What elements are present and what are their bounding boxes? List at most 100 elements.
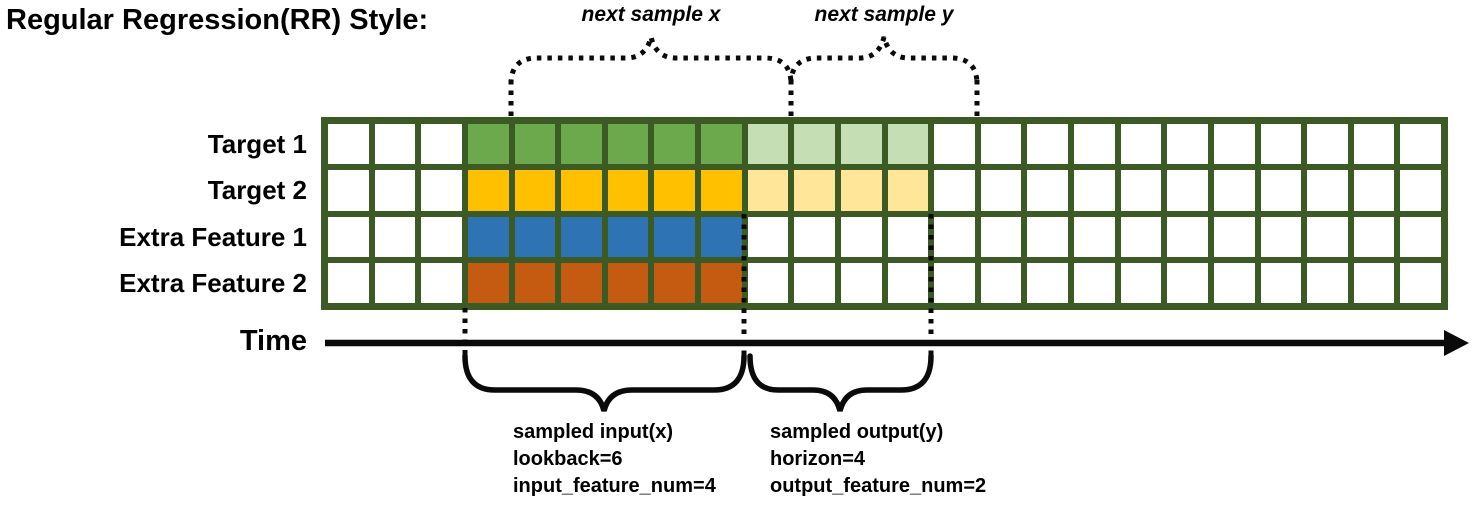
row-label-target-1: Target 1 — [207, 129, 307, 159]
grid-cell — [654, 262, 695, 303]
grid-cell — [328, 170, 369, 211]
grid-cell — [794, 216, 835, 257]
grid-cell — [561, 262, 602, 303]
next-sample-y-brace — [788, 36, 980, 85]
grid-cell — [701, 262, 742, 303]
grid-cell — [701, 216, 742, 257]
grid-cell — [1307, 216, 1348, 257]
grid-cell — [1120, 262, 1162, 303]
grid-cell — [374, 216, 416, 257]
grid-cell — [794, 124, 835, 165]
grid-cell — [1400, 262, 1441, 303]
grid-cell — [794, 170, 835, 211]
grid-cell — [1353, 262, 1395, 303]
row-label-extra-feature-2: Extra Feature 2 — [119, 267, 307, 298]
sampled-output-title: sampled output(y) — [770, 421, 944, 443]
grid-cell — [1213, 262, 1255, 303]
grid-cell — [1307, 170, 1348, 211]
grid-cell — [328, 216, 369, 257]
grid-cell — [561, 124, 602, 165]
grid-cell — [934, 170, 975, 211]
grid-cell — [887, 170, 929, 211]
horizon-value: horizon=4 — [770, 448, 866, 470]
grid-cell — [654, 124, 695, 165]
grid-cell — [887, 262, 929, 303]
grid-cell — [1260, 170, 1302, 211]
grid-cell — [607, 216, 649, 257]
grid-cell — [1027, 262, 1068, 303]
grid-cell — [421, 170, 462, 211]
grid-cell — [1400, 216, 1441, 257]
grid-cell — [840, 216, 882, 257]
next-sample-x-label: next sample x — [581, 3, 721, 26]
grid-cell — [1353, 124, 1395, 165]
grid-cell — [374, 170, 416, 211]
grid-cell — [840, 170, 882, 211]
row-label-target-2: Target 2 — [207, 175, 307, 205]
grid-cell — [1120, 170, 1162, 211]
input-feature-num: input_feature_num=4 — [513, 475, 716, 497]
sampled-input-brace — [462, 353, 747, 412]
grid-cell — [1074, 262, 1115, 303]
grid-cell — [467, 124, 509, 165]
grid-cell — [1167, 262, 1208, 303]
grid-cell — [1027, 170, 1068, 211]
sampled-input-title: sampled input(x) — [513, 421, 674, 443]
grid-cell — [747, 124, 789, 165]
grid-cell — [654, 170, 695, 211]
grid-cell — [1400, 124, 1441, 165]
grid-cell — [1260, 216, 1302, 257]
grid-cell — [1213, 124, 1255, 165]
grid-cell — [1167, 170, 1208, 211]
grid-cell — [980, 262, 1022, 303]
grid-cell — [934, 216, 975, 257]
grid-cell — [1213, 216, 1255, 257]
grid-cell — [561, 216, 602, 257]
grid-cell — [607, 170, 649, 211]
grid-cell — [374, 124, 416, 165]
grid-cell — [747, 262, 789, 303]
sampled-input-annotation: sampled input(x) lookback=6 input_featur… — [513, 419, 716, 500]
grid-cell — [421, 262, 462, 303]
grid-cell — [794, 262, 835, 303]
sampled-output-annotation: sampled output(y) horizon=4 output_featu… — [770, 419, 986, 500]
grid-cell — [1167, 124, 1208, 165]
grid-cell — [934, 124, 975, 165]
grid-cell — [328, 124, 369, 165]
grid-cell — [514, 124, 556, 165]
output-feature-num: output_feature_num=2 — [770, 475, 987, 497]
grid-cell — [1260, 124, 1302, 165]
grid-cell — [654, 216, 695, 257]
grid-cell — [701, 124, 742, 165]
grid-cell — [1213, 170, 1255, 211]
grid-cell — [1400, 170, 1441, 211]
grid-cell — [1027, 216, 1068, 257]
grid-cell — [514, 262, 556, 303]
grid-cell — [1027, 124, 1068, 165]
grid-cell — [607, 262, 649, 303]
grid-cell — [1074, 124, 1115, 165]
grid-cell — [840, 124, 882, 165]
grid-cell — [421, 124, 462, 165]
grid-cell — [467, 170, 509, 211]
grid-cell — [328, 262, 369, 303]
next-sample-x-brace — [508, 36, 794, 85]
grid-cell — [980, 216, 1022, 257]
row-label-extra-feature-1: Extra Feature 1 — [119, 221, 307, 252]
grid-cell — [747, 216, 789, 257]
grid-cell — [887, 124, 929, 165]
grid-cell — [514, 216, 556, 257]
grid-cell — [840, 262, 882, 303]
grid-cell — [1120, 124, 1162, 165]
grid-cell — [701, 170, 742, 211]
grid-cell — [467, 216, 509, 257]
grid-cell — [1260, 262, 1302, 303]
grid-cell — [1120, 216, 1162, 257]
grid-cell — [1353, 170, 1395, 211]
grid-cell — [514, 170, 556, 211]
next-sample-y-label: next sample y — [814, 3, 954, 26]
grid-cell — [1307, 262, 1348, 303]
grid-cell — [561, 170, 602, 211]
grid-cell — [980, 124, 1022, 165]
